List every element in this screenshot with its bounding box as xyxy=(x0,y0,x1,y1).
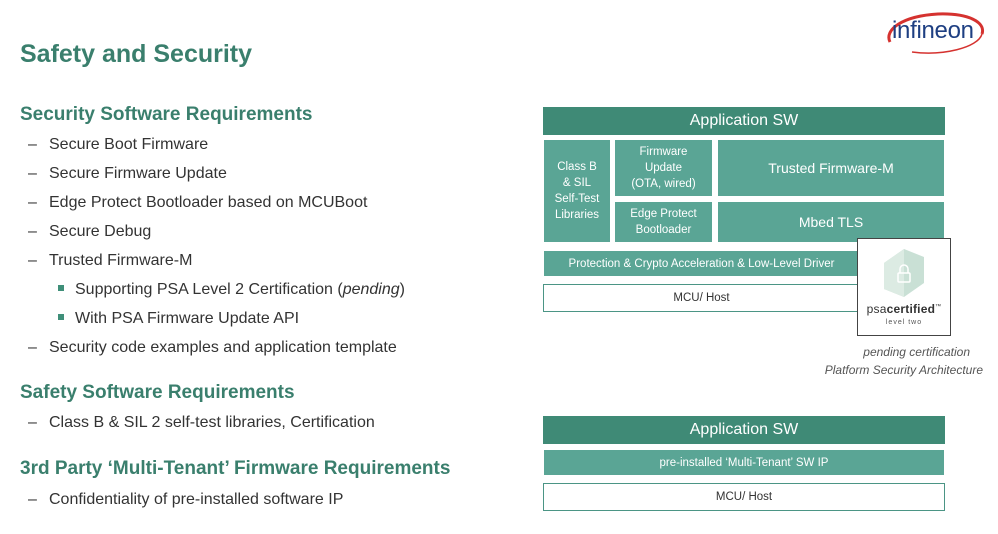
psa-certified-text: psacertified™ xyxy=(866,302,942,316)
trusted-firmware-block: Trusted Firmware-M xyxy=(717,139,945,197)
list-item: –Trusted Firmware-M xyxy=(28,252,193,269)
firmware-update-block: Firmware Update (OTA, wired) xyxy=(614,139,713,197)
logo-swoosh-icon xyxy=(887,12,984,54)
list-item: –Secure Boot Firmware xyxy=(28,136,209,153)
protection-block: Protection & Crypto Acceleration & Low-L… xyxy=(543,250,860,277)
list-item: –Secure Debug xyxy=(28,223,152,240)
sub-list-item-psa-cert: Supporting PSA Level 2 Certification (pe… xyxy=(58,281,405,299)
square-bullet-icon xyxy=(58,284,64,291)
pending-caption: pending certification xyxy=(863,345,970,359)
list-item: –Security code examples and application … xyxy=(28,339,397,356)
mcu-host-block-bottom: MCU/ Host xyxy=(543,483,945,511)
list-item: –Edge Protect Bootloader based on MCUBoo… xyxy=(28,194,368,211)
list-item: –Secure Firmware Update xyxy=(28,165,227,182)
page-title: Safety and Security xyxy=(20,40,253,68)
psa-architecture-caption: Platform Security Architecture xyxy=(824,363,983,377)
psa-shield-icon xyxy=(884,249,924,297)
safety-heading: Safety Software Requirements xyxy=(20,382,295,403)
psa-certified-badge: psacertified™ level two xyxy=(857,238,951,336)
security-heading: Security Software Requirements xyxy=(20,104,313,125)
third-party-heading: 3rd Party ‘Multi-Tenant’ Firmware Requir… xyxy=(20,458,451,479)
sub-list-item-fw-api: With PSA Firmware Update API xyxy=(58,310,299,328)
mcu-host-block: MCU/ Host xyxy=(543,284,860,312)
edge-protect-block: Edge Protect Bootloader xyxy=(614,201,713,243)
infineon-logo: infineon xyxy=(882,8,988,58)
preinstalled-sw-block: pre-installed ‘Multi-Tenant’ SW IP xyxy=(543,449,945,476)
list-item: –Confidentiality of pre-installed softwa… xyxy=(28,491,344,508)
list-item: –Class B & SIL 2 self-test libraries, Ce… xyxy=(28,414,375,431)
psa-level-text: level two xyxy=(885,319,923,326)
square-bullet-icon xyxy=(58,313,64,320)
application-sw-block-bottom: Application SW xyxy=(543,416,945,444)
application-sw-block: Application SW xyxy=(543,107,945,135)
class-b-block: Class B & SIL Self-Test Libraries xyxy=(543,139,611,243)
mbed-tls-block: Mbed TLS xyxy=(717,201,945,243)
logo-text: infineon xyxy=(892,17,974,44)
